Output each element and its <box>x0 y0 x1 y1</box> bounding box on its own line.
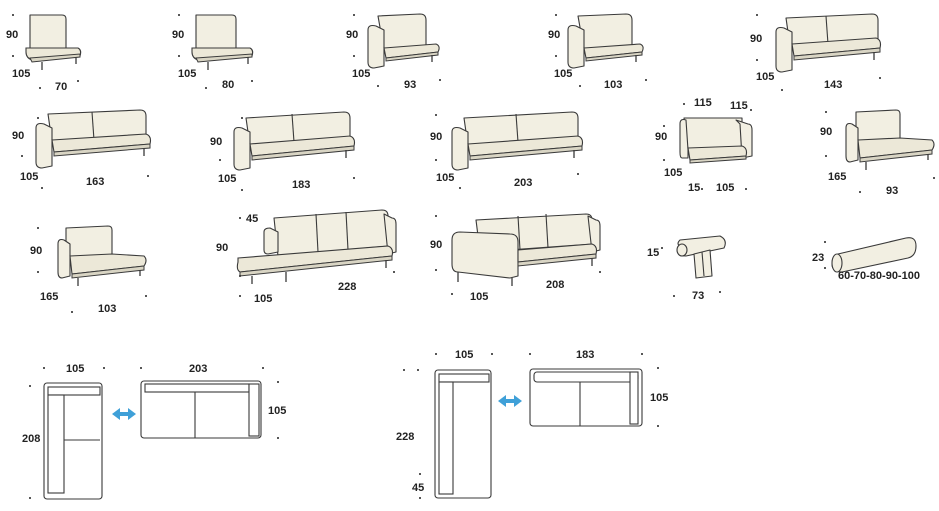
plan-sofa-right: 183 105 <box>529 349 668 427</box>
module-sofa-208: 90 105 208 <box>430 213 601 303</box>
module-height-label: 90 <box>172 29 184 41</box>
module-depth-label: 105 <box>352 68 370 80</box>
module-chaise-103: 90 165 103 <box>30 225 147 315</box>
module-arm-label: 45 <box>246 213 258 225</box>
corner-label-a: 115 <box>694 97 712 109</box>
module-height-label: 15 <box>647 247 659 259</box>
module-armless-80: 90 105 80 <box>172 14 254 91</box>
module-width-label: 163 <box>86 176 104 188</box>
module-height-label: 90 <box>430 239 442 251</box>
module-width-label: 93 <box>404 79 416 91</box>
module-height-label: 90 <box>210 136 222 148</box>
plan-width-label: 105 <box>455 349 473 361</box>
plan-depth-label: 105 <box>650 392 668 404</box>
module-sofa-203: 90 105 203 <box>430 111 584 189</box>
module-height-label: 90 <box>30 245 42 257</box>
module-height-label: 90 <box>655 131 667 143</box>
module-height-label: 90 <box>750 33 762 45</box>
plan-length-label: 228 <box>396 431 414 443</box>
module-armless-70: 90 105 70 <box>6 14 82 93</box>
plan-width-label: 105 <box>66 363 84 375</box>
module-depth-label: 105 <box>664 167 682 179</box>
plan-width-label: 183 <box>576 349 594 361</box>
module-width-label: 103 <box>98 303 116 315</box>
module-width-label: 203 <box>514 177 532 189</box>
module-sofa-228: 45 90 105 228 <box>216 209 397 305</box>
module-depth-label: 165 <box>828 171 846 183</box>
plan-width-label: 203 <box>189 363 207 375</box>
module-width-label: 103 <box>604 79 622 91</box>
module-sofa-163: 90 105 163 <box>12 109 152 189</box>
module-depth-label: 105 <box>178 68 196 80</box>
swap-arrow-icon <box>498 395 522 407</box>
module-width-label: 60-70-80-90-100 <box>838 270 920 282</box>
module-height-label: 90 <box>216 242 228 254</box>
module-height-label: 90 <box>548 29 560 41</box>
plan-depth-label: 105 <box>268 405 286 417</box>
plan-arm-label: 45 <box>412 482 424 494</box>
module-headrest-73: 15 73 <box>647 235 726 302</box>
module-width-label: 70 <box>55 81 67 93</box>
corner-label-c: 15 <box>688 182 700 194</box>
module-depth-label: 105 <box>436 172 454 184</box>
module-chaise-93: 90 165 93 <box>820 109 935 197</box>
module-depth-label: 105 <box>470 291 488 303</box>
module-depth-label: 105 <box>12 68 30 80</box>
module-depth-label: 105 <box>218 173 236 185</box>
module-width-label: 93 <box>886 185 898 197</box>
module-width-label: 183 <box>292 179 310 191</box>
plan-length-label: 208 <box>22 433 40 445</box>
corner-label-b: 115 <box>730 100 748 112</box>
module-width-label: 105 <box>716 182 734 194</box>
module-width-label: 208 <box>546 279 564 291</box>
module-bolster-cushion: 23 60-70-80-90-100 <box>812 237 920 282</box>
module-height-label: 90 <box>430 131 442 143</box>
module-height-label: 90 <box>820 126 832 138</box>
module-depth-label: 105 <box>756 71 774 83</box>
module-sofa-183: 90 105 183 <box>210 111 356 191</box>
module-width-label: 73 <box>692 290 704 302</box>
plan-corner-unit-left: 105 208 <box>22 363 105 500</box>
module-height-label: 23 <box>812 252 824 264</box>
module-width-label: 228 <box>338 281 356 293</box>
module-one-arm-103: 90 105 103 <box>548 13 647 91</box>
module-width-label: 143 <box>824 79 842 91</box>
module-one-arm-93: 90 105 93 <box>346 13 441 91</box>
module-corner-105: 115 115 90 105 15 105 <box>655 97 753 194</box>
module-depth-label: 105 <box>254 293 272 305</box>
plan-chaise-unit-left: 105 228 45 <box>396 349 493 499</box>
module-width-label: 80 <box>222 79 234 91</box>
module-height-label: 90 <box>6 29 18 41</box>
module-depth-label: 105 <box>554 68 572 80</box>
module-height-label: 90 <box>346 29 358 41</box>
module-height-label: 90 <box>12 130 24 142</box>
module-depth-label: 105 <box>20 171 38 183</box>
module-depth-label: 165 <box>40 291 58 303</box>
module-two-seat-143: 90 105 143 <box>750 13 882 91</box>
plan-sofa-right: 203 105 <box>140 363 286 439</box>
swap-arrow-icon <box>112 408 136 420</box>
